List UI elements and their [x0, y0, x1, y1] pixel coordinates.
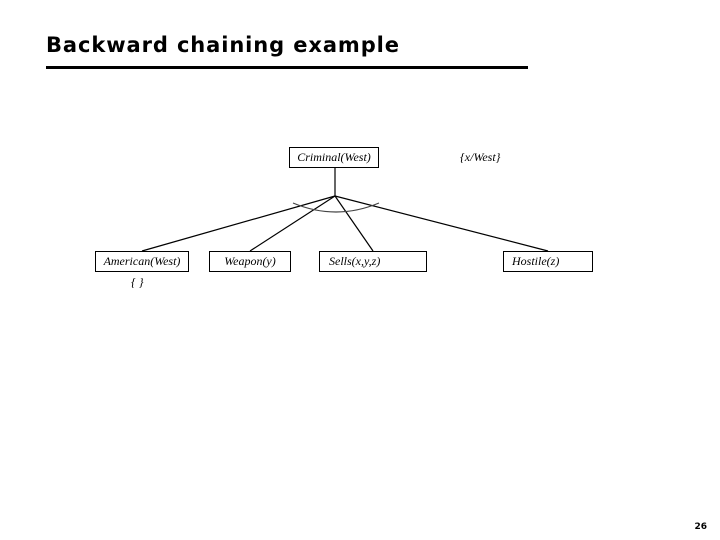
substitution-root: {x/West}: [460, 150, 501, 164]
page-number: 26: [694, 522, 707, 532]
node-sells-xyz: Sells(x,y,z): [319, 251, 427, 272]
edge-to-american: [141, 195, 336, 252]
conjunction-arc: [292, 202, 380, 213]
edge-to-weapon: [249, 195, 336, 252]
edge-to-sells: [334, 195, 374, 252]
substitution-american: { }: [131, 275, 144, 289]
page-title: Backward chaining example: [46, 33, 400, 57]
node-criminal-west: Criminal(West): [289, 147, 379, 168]
title-divider: [46, 66, 528, 69]
node-american-west: American(West): [95, 251, 189, 272]
node-weapon-y: Weapon(y): [209, 251, 291, 272]
edge-to-hostile: [334, 195, 549, 252]
node-hostile-z: Hostile(z): [503, 251, 593, 272]
